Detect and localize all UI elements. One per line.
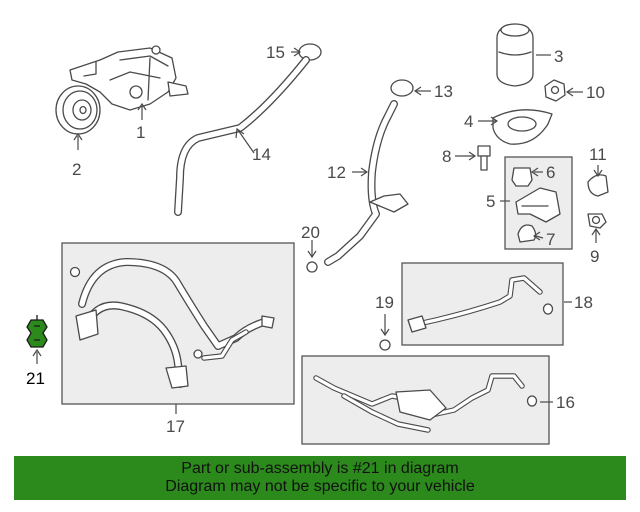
callout-15: 15 bbox=[266, 43, 285, 62]
callout-9: 9 bbox=[590, 247, 599, 266]
banner-line-2: Diagram may not be specific to your vehi… bbox=[165, 478, 475, 495]
callout-21: 21 bbox=[26, 369, 45, 388]
bracket-5 bbox=[515, 187, 561, 223]
callout-2: 2 bbox=[72, 160, 81, 179]
callout-7: 7 bbox=[546, 230, 555, 249]
clamp-15 bbox=[298, 43, 322, 61]
clamp-13 bbox=[390, 79, 414, 97]
callout-14: 14 bbox=[252, 145, 271, 164]
mount-7 bbox=[517, 224, 537, 243]
washer-20 bbox=[306, 261, 318, 273]
grommet-6 bbox=[511, 167, 533, 187]
part-21-highlighted bbox=[26, 315, 48, 348]
callout-20: 20 bbox=[301, 223, 320, 242]
pump-pulley bbox=[55, 85, 101, 135]
fluid-reservoir bbox=[496, 23, 534, 87]
callout-13: 13 bbox=[434, 82, 453, 101]
callout-19: 19 bbox=[375, 293, 394, 312]
fitting-9 bbox=[587, 213, 607, 229]
leader-lines bbox=[32, 47, 603, 414]
power-steering-pump bbox=[69, 45, 189, 111]
callout-6: 6 bbox=[546, 163, 555, 182]
parts-diagram: 1 2 3 4 5 6 7 8 9 10 11 12 13 14 15 16 1… bbox=[26, 23, 609, 445]
bolt-8 bbox=[477, 145, 491, 171]
cooler-tube-16 bbox=[313, 373, 538, 433]
banner-line-1: Part or sub-assembly is #21 in diagram bbox=[181, 460, 459, 477]
washer-19 bbox=[379, 339, 391, 351]
callout-11: 11 bbox=[589, 145, 607, 164]
callout-3: 3 bbox=[554, 47, 563, 66]
callout-10: 10 bbox=[586, 83, 605, 102]
info-banner: Part or sub-assembly is #21 in diagram D… bbox=[14, 456, 626, 500]
box-18 bbox=[401, 262, 564, 346]
callout-1: 1 bbox=[136, 123, 145, 142]
pressure-hose-assembly bbox=[69, 258, 275, 389]
callout-12: 12 bbox=[327, 163, 346, 182]
callout-8: 8 bbox=[442, 147, 451, 166]
reservoir-bracket bbox=[492, 109, 553, 145]
callout-4: 4 bbox=[464, 112, 473, 131]
callout-16: 16 bbox=[556, 393, 575, 412]
clip-11 bbox=[587, 174, 609, 197]
callout-17: 17 bbox=[166, 417, 185, 436]
tube-18 bbox=[407, 275, 554, 333]
callout-18: 18 bbox=[574, 293, 593, 312]
callout-5: 5 bbox=[486, 192, 495, 211]
